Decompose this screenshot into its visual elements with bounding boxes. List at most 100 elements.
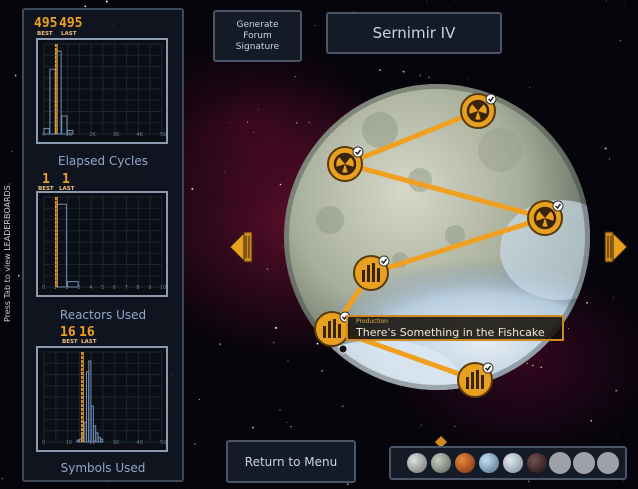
planet-thumb-5[interactable] [503,453,523,473]
tick-label: 20 [89,440,96,446]
planet-selector [389,446,627,480]
histogram-bar [90,405,94,443]
star [608,158,610,160]
star [219,343,221,345]
symbols-best-value: 16 [60,325,76,340]
star [419,74,422,77]
star [252,426,254,429]
cycles-last-label: LAST [61,31,77,37]
star [379,69,381,71]
planet-thumb-locked-1 [549,452,571,474]
histogram-bar [67,281,79,288]
star [605,0,607,2]
star [224,170,225,172]
planet-thumb-1[interactable] [407,453,427,473]
star [272,341,275,344]
star [191,187,194,190]
star [257,108,259,110]
planet-thumb-6[interactable] [527,453,547,473]
tick-label: 3K [112,132,120,138]
star [420,424,422,426]
star [208,249,210,250]
star [8,119,9,121]
cycles-histogram [36,38,168,144]
reactors-last-label: LAST [59,186,75,192]
star [0,237,1,239]
tick-label: 7 [124,285,128,291]
planet-thumb-4[interactable] [479,453,499,473]
reactors-best-label: BEST [38,186,54,192]
reactors-best-value: 1 [42,172,50,187]
star [449,6,450,8]
tick-label: 4 [89,285,93,291]
planet-thumb-3[interactable] [455,453,475,473]
reactors-histogram [36,191,168,297]
level-node-2[interactable] [326,145,366,185]
return-to-menu-button[interactable]: Return to Menu [226,440,356,483]
tick-label: 0 [42,440,46,446]
star [347,483,349,485]
cycles-histogram-plot [43,43,163,135]
tick-label: 6 [112,285,116,291]
star [615,389,618,392]
star [426,1,428,2]
star [604,147,607,150]
level-node-3[interactable] [526,199,566,239]
star [586,301,589,304]
star [274,326,277,329]
tick-label: 4K [136,132,143,138]
histogram-bar [61,115,68,135]
star [105,0,108,3]
planet-thumb-2[interactable] [431,453,451,473]
star [341,405,344,408]
level-node-5-selected[interactable] [313,310,353,350]
histogram-bar [100,438,104,443]
symbols-best-label: BEST [62,339,78,345]
previous-planet-arrow-icon[interactable] [228,230,254,264]
star [532,364,534,367]
tick-label: 9 [148,285,152,291]
star [526,362,528,365]
star [402,70,405,73]
cycles-title: Elapsed Cycles [58,154,148,168]
level-node-6[interactable] [456,361,496,401]
tick-label: 2K [89,132,96,138]
star [590,419,593,422]
symbols-last-value: 16 [79,325,95,340]
star [247,121,249,123]
star [1,477,4,480]
tick-label: 30 [112,440,120,446]
star [14,74,17,77]
symbols-title: Symbols Used [60,461,146,475]
star [613,297,614,299]
star [194,443,196,445]
star [321,370,323,372]
planet-selector-indicator-icon [435,436,447,448]
star [282,247,284,248]
star [210,13,212,14]
tick-label: 1K [65,132,73,138]
reactors-histogram-plot [43,196,163,288]
star [314,24,316,26]
star [286,421,288,424]
star [290,425,292,428]
tick-label: 3 [77,285,81,291]
star [619,39,622,42]
level-title: Sernimir IV [372,24,456,42]
star [266,268,269,270]
star [308,122,310,124]
next-planet-arrow-icon[interactable] [603,230,629,264]
cycles-best-label: BEST [37,31,53,37]
tick-label: 50 [160,440,167,446]
selected-level-name: There's Something in the Fishcake [356,326,545,339]
star [279,409,281,411]
tick-label: 8 [136,285,140,291]
star [11,150,14,153]
star [529,86,531,88]
tick-label: 5K [160,132,167,138]
star [467,77,468,79]
level-node-4[interactable] [352,254,392,294]
tick-label: 1 [53,285,57,291]
level-node-1[interactable] [459,92,499,132]
generate-forum-signature-button[interactable]: Generate Forum Signature [213,10,302,62]
